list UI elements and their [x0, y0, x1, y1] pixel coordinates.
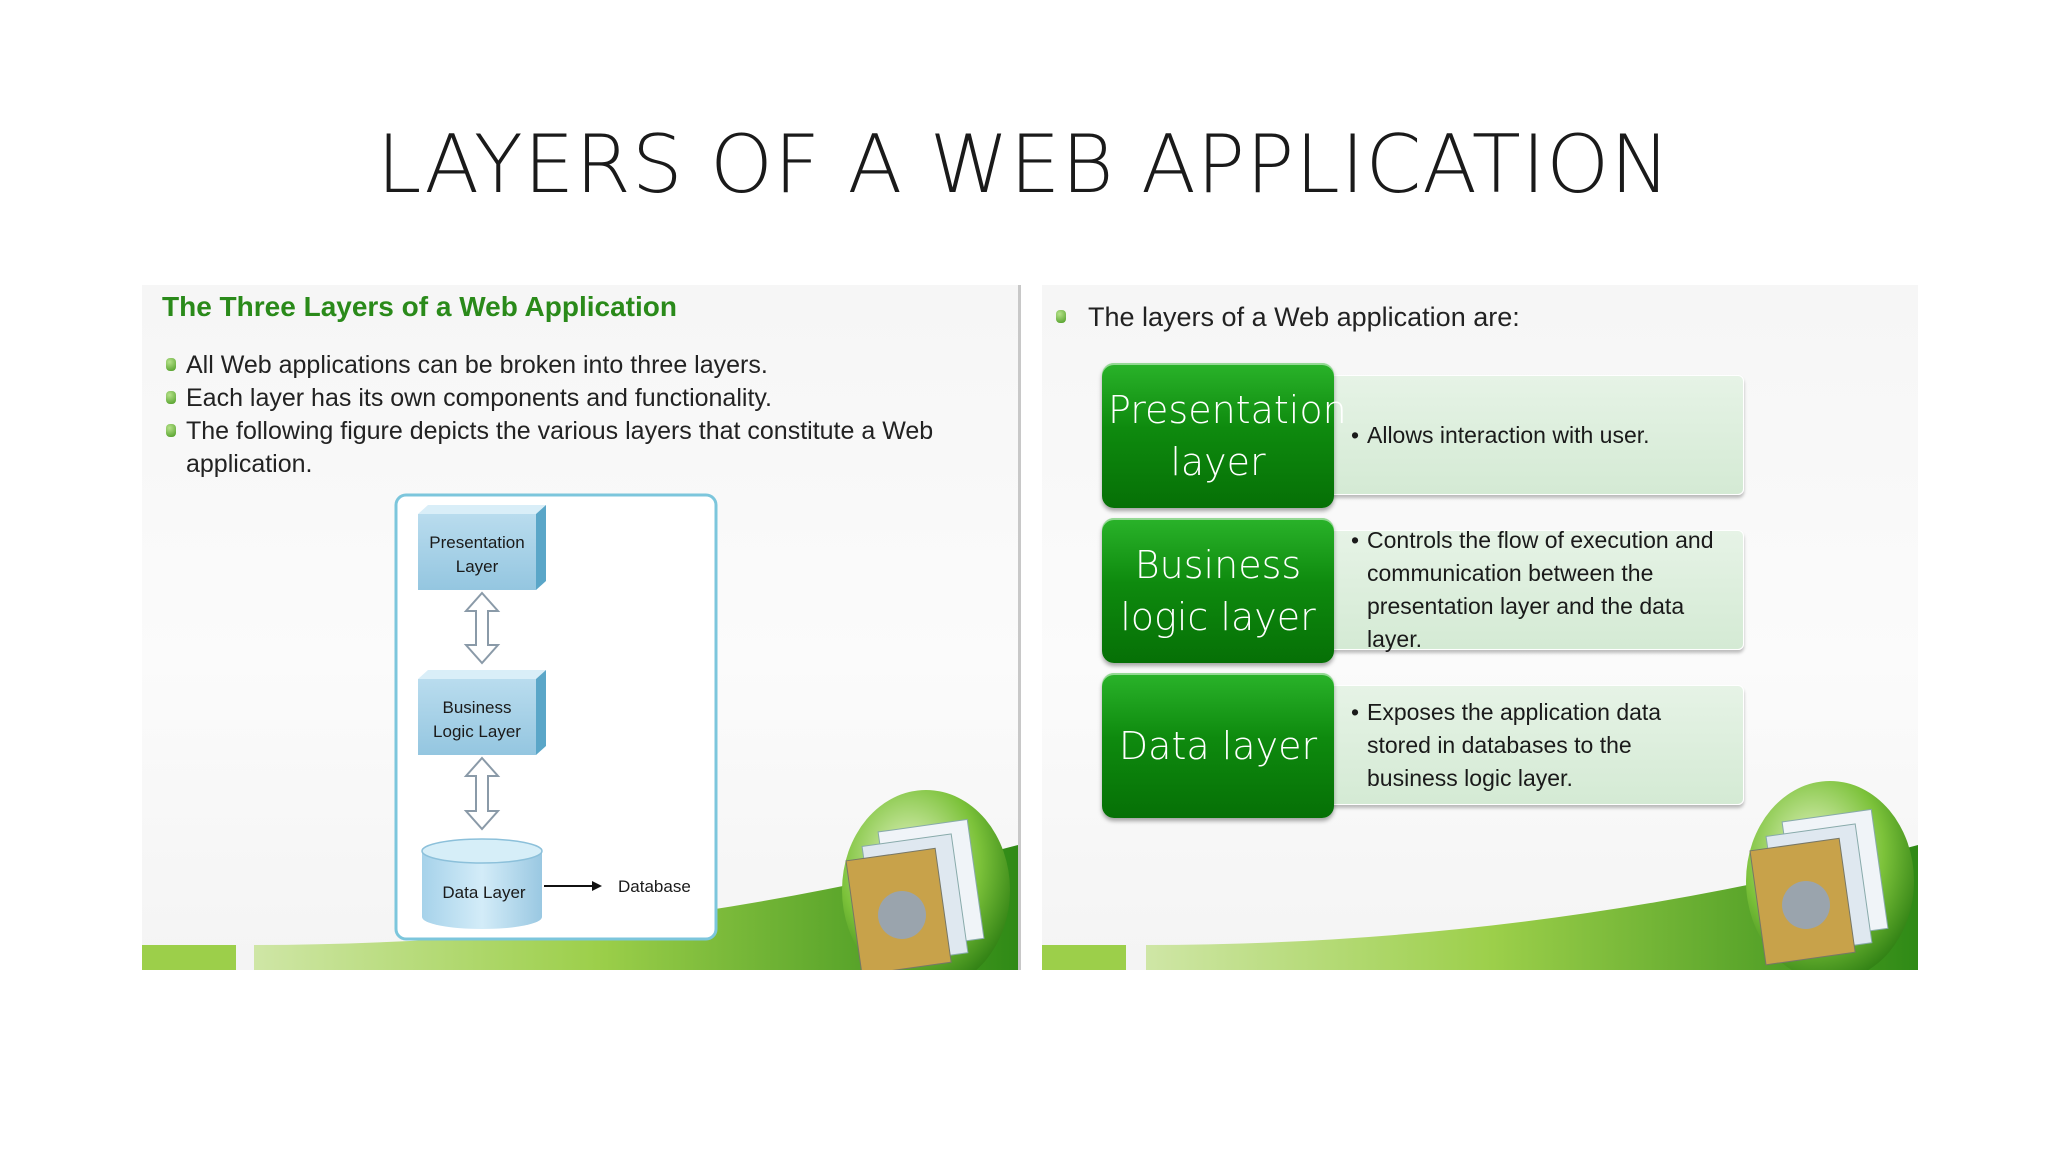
layer-architecture-diagram: Presentation Layer Business Logic Layer … — [394, 493, 718, 941]
right-slide-panel: The layers of a Web application are: All… — [1042, 285, 1918, 970]
layer-row-business-logic: Controls the flow of execution and commu… — [1102, 518, 1762, 663]
panel-heading: The Three Layers of a Web Application — [162, 291, 677, 322]
database-label: Database — [618, 877, 691, 896]
green-swoosh-decoration — [142, 790, 1018, 970]
layer-description: Controls the flow of execution and commu… — [1351, 524, 1727, 656]
layer-name-box: Presentation layer — [1102, 363, 1347, 508]
left-slide-panel: The Three Layers of a Web Application Al… — [142, 285, 1021, 970]
business-logic-layer-box: Business Logic Layer — [418, 670, 546, 755]
list-item: The following figure depicts the various… — [142, 415, 962, 481]
layer-name: Presentation layer — [1108, 387, 1347, 484]
double-arrow-icon — [463, 756, 501, 831]
layer-description-box: Controls the flow of execution and commu… — [1322, 524, 1744, 652]
right-bullet-list: The layers of a Web application are: — [1042, 301, 1862, 334]
green-swoosh-decoration — [1042, 781, 1918, 970]
browser-windows-icon — [845, 818, 985, 970]
presentation-label-line1: Presentation — [429, 533, 524, 552]
layer-description-box: Exposes the application data stored in d… — [1322, 685, 1744, 805]
layer-row-presentation: Allows interaction with user. Presentati… — [1102, 363, 1762, 508]
slide-title: LAYERS OF A WEB APPLICATION — [376, 118, 1672, 211]
list-item: Each layer has its own components and fu… — [142, 382, 962, 415]
layer-name: Data layer — [1118, 723, 1318, 768]
layer-description: Exposes the application data stored in d… — [1351, 696, 1727, 795]
layer-name: Business logic layer — [1120, 542, 1316, 639]
layer-row-data: Exposes the application data stored in d… — [1102, 673, 1762, 818]
left-bullet-list: All Web applications can be broken into … — [142, 349, 962, 481]
presentation-layer-box: Presentation Layer — [418, 505, 546, 590]
data-layer-cylinder: Data Layer — [421, 838, 543, 929]
layer-description: Allows interaction with user. — [1351, 419, 1650, 452]
list-item: All Web applications can be broken into … — [142, 349, 962, 382]
business-label-line1: Business — [443, 698, 512, 717]
browser-windows-icon — [1749, 808, 1889, 966]
layer-name-box: Business logic layer — [1102, 518, 1334, 663]
double-arrow-icon — [463, 591, 501, 665]
presentation-label-line2: Layer — [456, 557, 499, 576]
layer-description-box: Allows interaction with user. — [1322, 375, 1744, 495]
business-label-line2: Logic Layer — [433, 722, 521, 741]
right-arrow-icon — [592, 881, 602, 891]
list-item: The layers of a Web application are: — [1042, 301, 1862, 334]
data-layer-label: Data Layer — [442, 883, 525, 902]
layer-name-box: Data layer — [1102, 673, 1334, 818]
